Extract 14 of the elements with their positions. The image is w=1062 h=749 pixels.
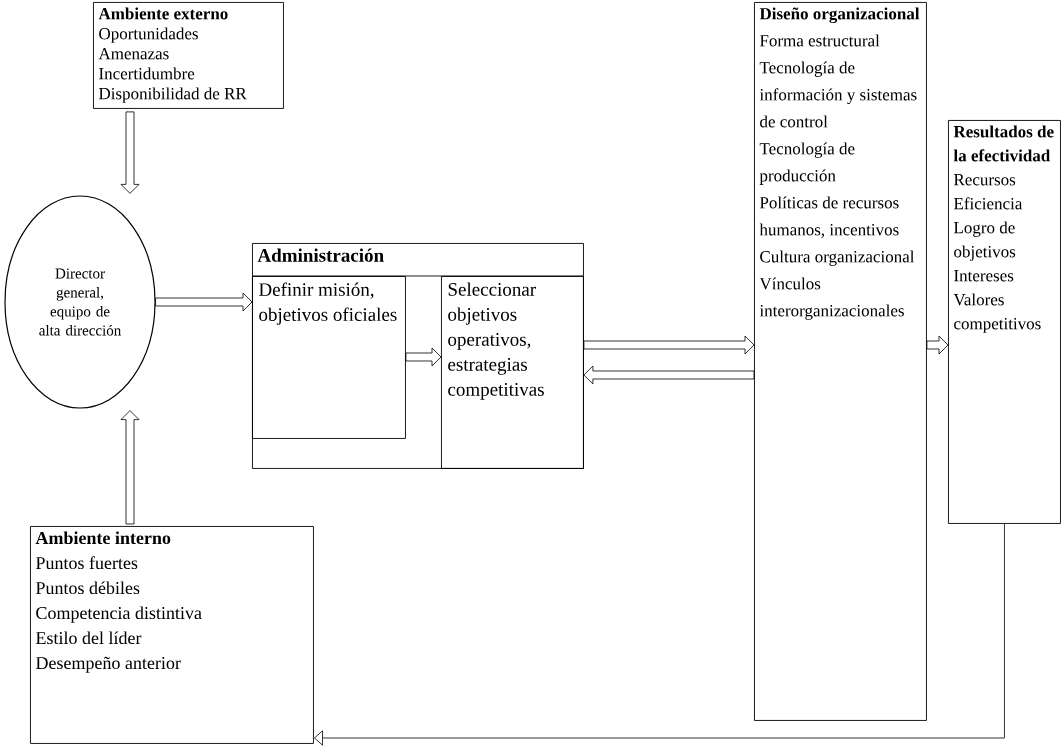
info-box: Seleccionar objetivos operativos, estrategias competitivas xyxy=(441,276,584,469)
info-box: Ambiente interno Puntos fuertes Puntos débiles Competencia distintiva Estilo del líder Desempeño anterior xyxy=(30,526,314,744)
block-arrow xyxy=(583,365,755,385)
block-arrow xyxy=(314,523,1005,746)
info-box: Ambiente externo Oportunidades Amenazas Incertidumbre Disponibilidad de RR xyxy=(93,2,284,109)
info-box: Resultados de la efectividad Recursos Eficiencia Logro de objetivos Intereses Valores competitivos xyxy=(948,120,1061,524)
block-arrow xyxy=(926,335,949,355)
info-box: Diseño organizacional Forma estructural Tecnología de información y sistemas de control Tecnología de producción Políticas de recursos humanos, incentivos Cultura organizacional Vínculos interorganizacionales xyxy=(754,2,927,721)
info-box: Definir misión, objetivos oficiales xyxy=(252,276,406,439)
block-arrow xyxy=(120,410,140,525)
block-arrow xyxy=(405,347,442,367)
block-arrow xyxy=(583,335,755,355)
block-arrow xyxy=(155,292,253,312)
block-arrow xyxy=(120,111,140,194)
